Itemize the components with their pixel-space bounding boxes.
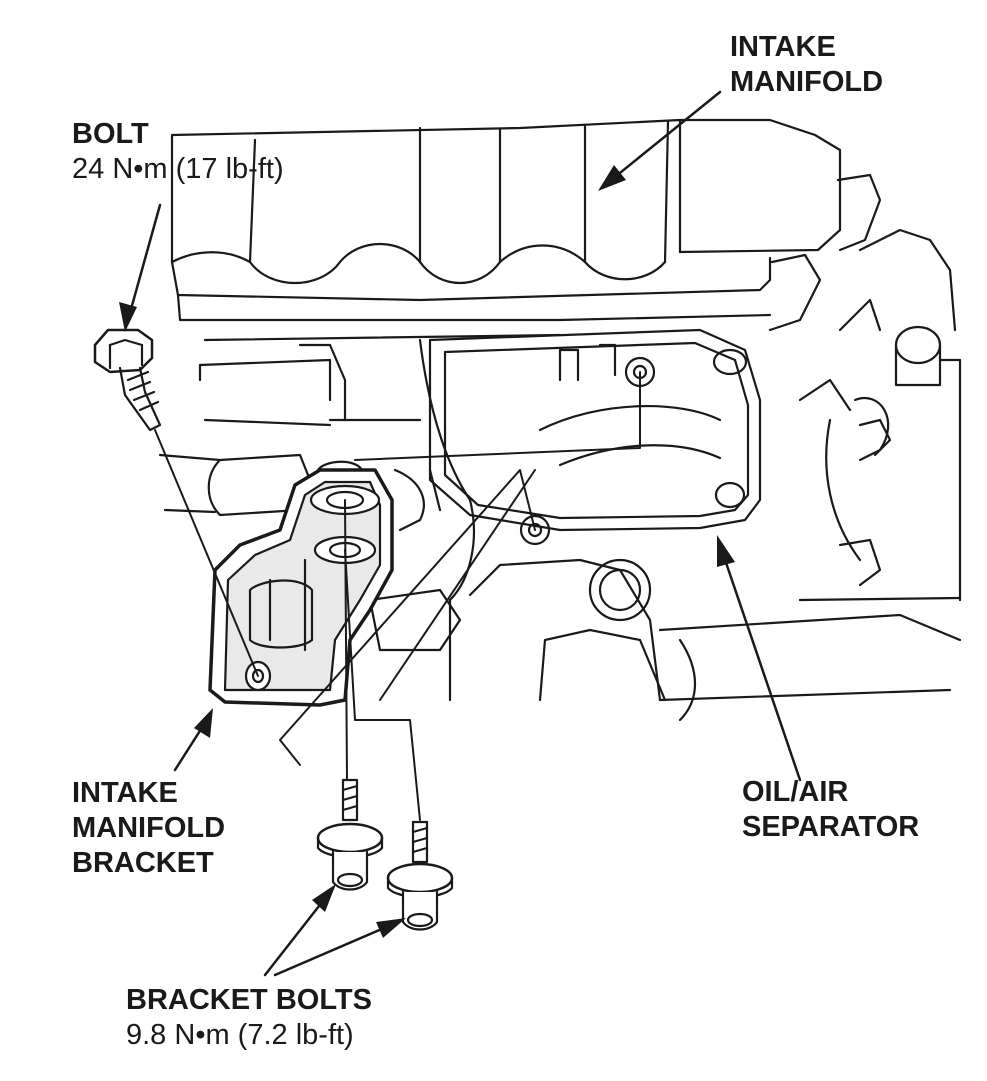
bolt-label-torque: 24 N•m (17 lb-ft) — [72, 153, 284, 185]
intake-manifold-drawing — [170, 118, 882, 342]
bolt-drawing — [93, 328, 162, 432]
bracket-bolt-right-drawing — [386, 820, 454, 931]
bracket-label-line2: MANIFOLD — [72, 812, 226, 844]
engine-block-drawing — [158, 338, 962, 722]
bracket-bolt-left-drawing — [316, 778, 384, 891]
bracket-label-line3: BRACKET — [72, 847, 214, 879]
bracket-label-line1: INTAKE — [72, 777, 178, 809]
arrowhead-bolt — [119, 302, 137, 332]
arrowhead-bracket-bolt-right — [376, 918, 406, 938]
intake-manifold-label-line2: MANIFOLD — [730, 66, 884, 98]
intake-manifold-bracket-drawing — [208, 460, 394, 707]
arrowhead-oil-air-separator — [717, 535, 735, 567]
intake-manifold-label: INTAKE MANIFOLD — [730, 30, 883, 100]
right-side-components-drawing — [798, 228, 962, 602]
intake-manifold-bracket-label: INTAKE MANIFOLD BRACKET — [72, 776, 225, 881]
oil-air-separator-label: OIL/AIR SEPARATOR — [742, 775, 919, 845]
bracket-bolts-label: BRACKET BOLTS 9.8 N•m (7.2 lb-ft) — [126, 983, 372, 1053]
bolt-label: BOLT 24 N•m (17 lb-ft) — [72, 117, 284, 187]
intake-manifold-label-line1: INTAKE — [730, 31, 836, 63]
oil-air-separator-label-line1: OIL/AIR — [742, 776, 849, 808]
arrowhead-bracket-bolt-left — [312, 884, 336, 912]
bracket-bolts-label-torque: 9.8 N•m (7.2 lb-ft) — [126, 1019, 354, 1051]
alignment-lines — [154, 371, 641, 821]
oil-air-separator-label-line2: SEPARATOR — [742, 811, 920, 843]
arrowhead-intake-manifold — [598, 165, 626, 191]
arrowhead-bracket — [194, 708, 213, 738]
bracket-bolts-label-name: BRACKET BOLTS — [126, 984, 372, 1016]
bolt-label-name: BOLT — [72, 118, 149, 150]
oil-air-separator-drawing — [428, 328, 762, 532]
